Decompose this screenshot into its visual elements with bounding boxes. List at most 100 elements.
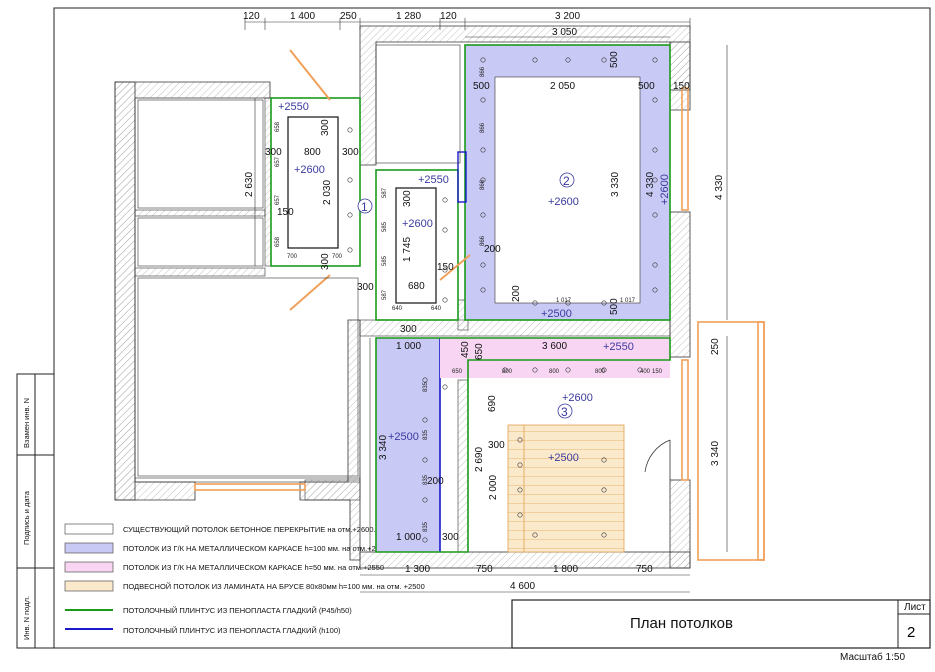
dim-658a: 658: [275, 121, 281, 132]
sheet-label: Лист: [904, 602, 926, 613]
dim-680: 680: [408, 281, 425, 292]
light-point: [442, 297, 448, 303]
stamp-inv-orig: Инв. N подл.: [22, 596, 31, 640]
corridor-gk-zone: [376, 338, 440, 552]
light-point: [422, 377, 428, 383]
legend: СУЩЕСТВУЮЩИЙ ПОТОЛОК БЕТОННОЕ ПЕРЕКРЫТИЕ…: [64, 523, 425, 635]
light-point: [652, 147, 658, 153]
walls: [114, 25, 691, 569]
dim-657a: 657: [275, 156, 281, 167]
dim-3340a: 3 340: [378, 435, 389, 460]
level-r2-c: +2500: [541, 308, 572, 320]
dim-587a: 587: [382, 187, 388, 198]
light-point: [601, 367, 607, 373]
dim-866c: 866: [480, 179, 486, 190]
dim-top-250: 250: [340, 11, 357, 22]
room1-dimensions: 2 630 300 300 300 800 2 030 150 300 658 …: [244, 119, 359, 270]
drawing-scale: Масштаб 1:50: [840, 651, 905, 663]
dim-bottom-750b: 750: [636, 564, 653, 575]
dim-800: 800: [304, 147, 321, 158]
dim-835c: 835: [423, 474, 429, 485]
light-point: [422, 497, 428, 503]
dim-500b: 500: [638, 81, 655, 92]
dim-150b: 150: [437, 262, 454, 273]
legend-text-gk100: ПОТОЛОК ИЗ Г/К НА МЕТАЛЛИЧЕСКОМ КАРКАСЕ …: [123, 544, 388, 553]
dim-top-120a: 120: [243, 11, 260, 22]
dim-200c: 200: [427, 476, 444, 487]
vent-blue-box: [457, 151, 467, 203]
dim-top-1280: 1 280: [396, 11, 421, 22]
light-point: [532, 300, 538, 306]
dim-800a: 800: [502, 369, 513, 375]
level-r1c-b: +2600: [402, 218, 433, 230]
light-point: [347, 177, 353, 183]
dim-200a: 200: [484, 244, 501, 255]
light-point: [480, 287, 486, 293]
legend-swatch-laminate: [64, 580, 114, 592]
room3-plinth: [375, 337, 671, 553]
dim-585b: 585: [382, 255, 388, 266]
light-point: [652, 97, 658, 103]
door-swing: [644, 439, 671, 473]
level-r1-a: +2550: [278, 101, 309, 113]
room2-gk-frame: [465, 45, 670, 320]
stamp-sign-date: Подпись и дата: [22, 490, 31, 545]
legend-swatch-gk100: [64, 542, 114, 554]
legend-text-green-plinth: ПОТОЛОЧНЫЙ ПЛИНТУС ИЗ ПЕНОПЛАСТА ГЛАДКИЙ…: [123, 606, 352, 615]
window-right-room2: [681, 87, 689, 211]
dim-300h: 300: [442, 532, 459, 543]
light-point: [502, 367, 508, 373]
dim-835a: 835: [423, 381, 429, 392]
dim-4330b: 4 330: [714, 175, 725, 200]
dim-300f: 300: [357, 282, 374, 293]
dim-300g: 300: [400, 324, 417, 335]
dim-300d: 300: [320, 253, 331, 270]
light-point: [422, 457, 428, 463]
dim-300b: 300: [320, 119, 331, 136]
light-point: [480, 212, 486, 218]
dim-640a: 640: [392, 306, 403, 312]
dim-300a: 300: [265, 147, 282, 158]
dim-400: 400: [640, 369, 651, 375]
dim-1745: 1 745: [402, 237, 413, 262]
dim-bottom-1300: 1 300: [405, 564, 430, 575]
light-point: [442, 197, 448, 203]
dim-650b: 650: [452, 369, 463, 375]
door-leaf-1: [289, 49, 331, 101]
dim-800b: 800: [549, 369, 560, 375]
level-r3-b: +2600: [562, 392, 593, 404]
light-point: [532, 532, 538, 538]
dim-2630: 2 630: [244, 172, 255, 197]
light-point: [480, 147, 486, 153]
top-dimensions: 120 1 400 250 1 280 120 3 200 3 050: [243, 11, 580, 38]
light-point: [442, 227, 448, 233]
title-block: План потолков Лист 2 Масштаб 1:50: [511, 599, 931, 663]
room-marks: 1 2 3: [357, 172, 575, 419]
dim-300e: 300: [402, 190, 413, 207]
dim-700b: 700: [332, 254, 343, 260]
dim-640b: 640: [431, 306, 442, 312]
light-point: [532, 57, 538, 63]
light-point: [601, 457, 607, 463]
light-point: [652, 177, 658, 183]
side-stamp: Взамен инв. N Подпись и дата Инв. N подл…: [16, 373, 55, 649]
dim-3340b: 3 340: [710, 441, 721, 466]
light-point: [565, 300, 571, 306]
dim-3330: 3 330: [610, 172, 621, 197]
light-point: [422, 417, 428, 423]
dim-2000: 2 000: [488, 475, 499, 500]
light-point: [442, 384, 448, 390]
light-point: [517, 512, 523, 518]
light-point: [601, 300, 607, 306]
dim-866a: 866: [480, 66, 486, 77]
legend-text-blue-plinth: ПОТОЛОЧНЫЙ ПЛИНТУС ИЗ ПЕНОПЛАСТА ГЛАДКИЙ…: [123, 626, 341, 635]
light-point: [637, 367, 643, 373]
dim-2690: 2 690: [474, 447, 485, 472]
light-point: [442, 267, 448, 273]
room-mark-3: 3: [561, 405, 568, 419]
bottom-dimensions: 1 300 750 1 800 750 4 600: [405, 564, 653, 592]
light-point: [480, 262, 486, 268]
room1-plinth: [270, 97, 361, 267]
light-point: [652, 287, 658, 293]
balcony-rail: [757, 321, 765, 561]
